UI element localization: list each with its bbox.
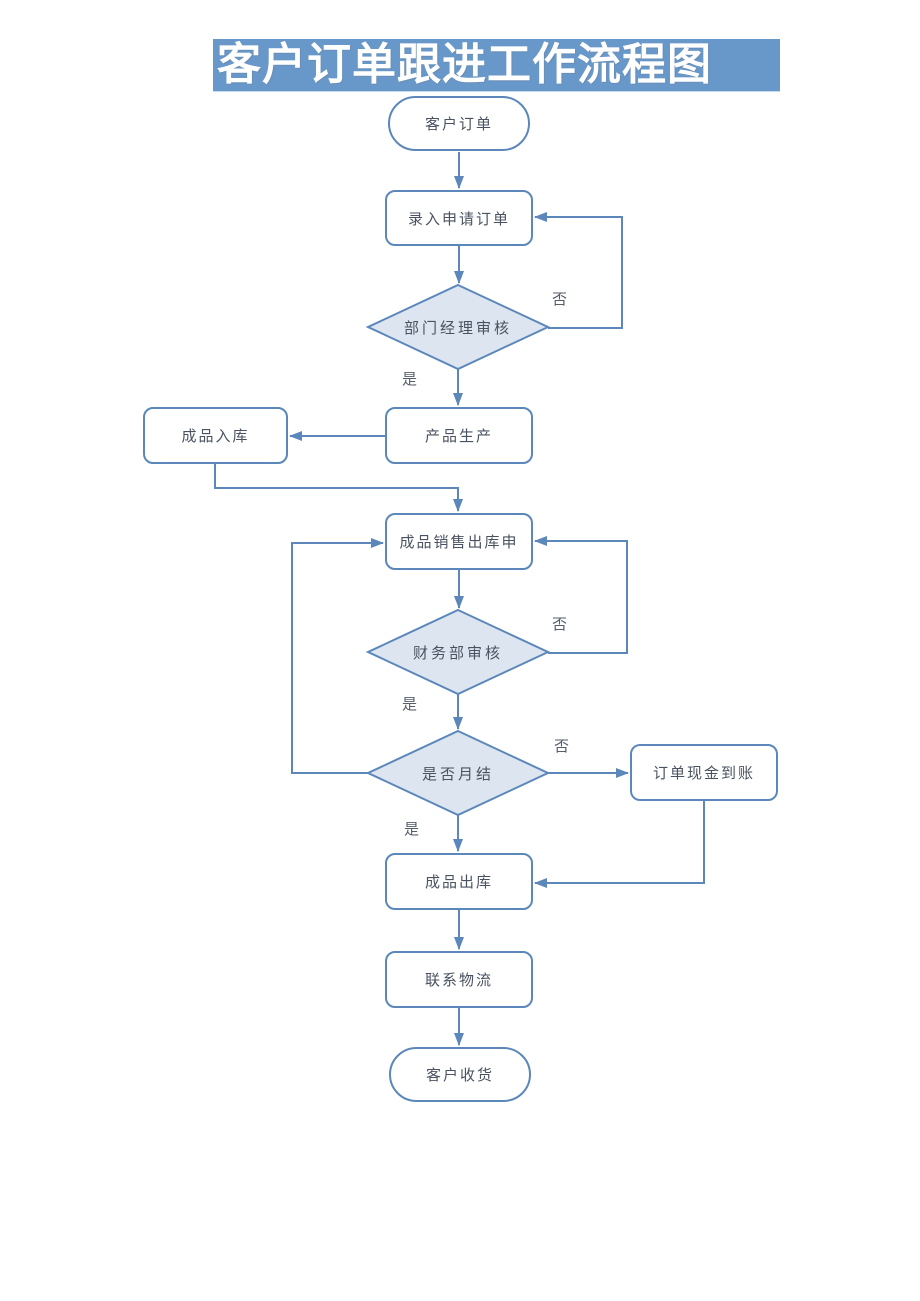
label-finance-review-yes: 是 [402,695,418,713]
edge-monthly-settlement-left-loop [291,538,384,774]
edge-finance-review-no-loop [534,536,628,654]
node-goods-outbound: 成品出库 [385,853,533,910]
decision-finance-review-shape [365,608,551,696]
page-title: 客户订单跟进工作流程图 [217,39,712,90]
node-order-cash-received: 订单现金到账 [630,744,778,801]
decision-manager-review-shape [365,283,551,371]
node-enter-order: 录入申请订单 [385,190,533,246]
decision-monthly-settlement-shape [365,729,551,817]
edge-warehouse-in-to-sales-outbound-apply [214,464,463,512]
label-manager-review-yes: 是 [402,370,418,388]
flowchart-title-bar: 客户订单跟进工作流程图 [213,39,780,92]
edge-manager-review-no-loop [534,212,623,329]
node-customer-order: 客户订单 [388,96,530,151]
node-sales-outbound-apply: 成品销售出库申 [385,513,533,570]
label-monthly-settlement-no: 否 [554,737,570,755]
edge-cash-received-to-goods-outbound [534,801,705,888]
node-product-production: 产品生产 [385,407,533,464]
label-manager-review-no: 否 [552,290,568,308]
node-customer-receive: 客户收货 [389,1047,531,1102]
node-contact-logistics: 联系物流 [385,951,533,1008]
node-goods-warehouse-in: 成品入库 [143,407,288,464]
label-monthly-settlement-yes: 是 [404,820,420,838]
label-finance-review-no: 否 [552,615,568,633]
